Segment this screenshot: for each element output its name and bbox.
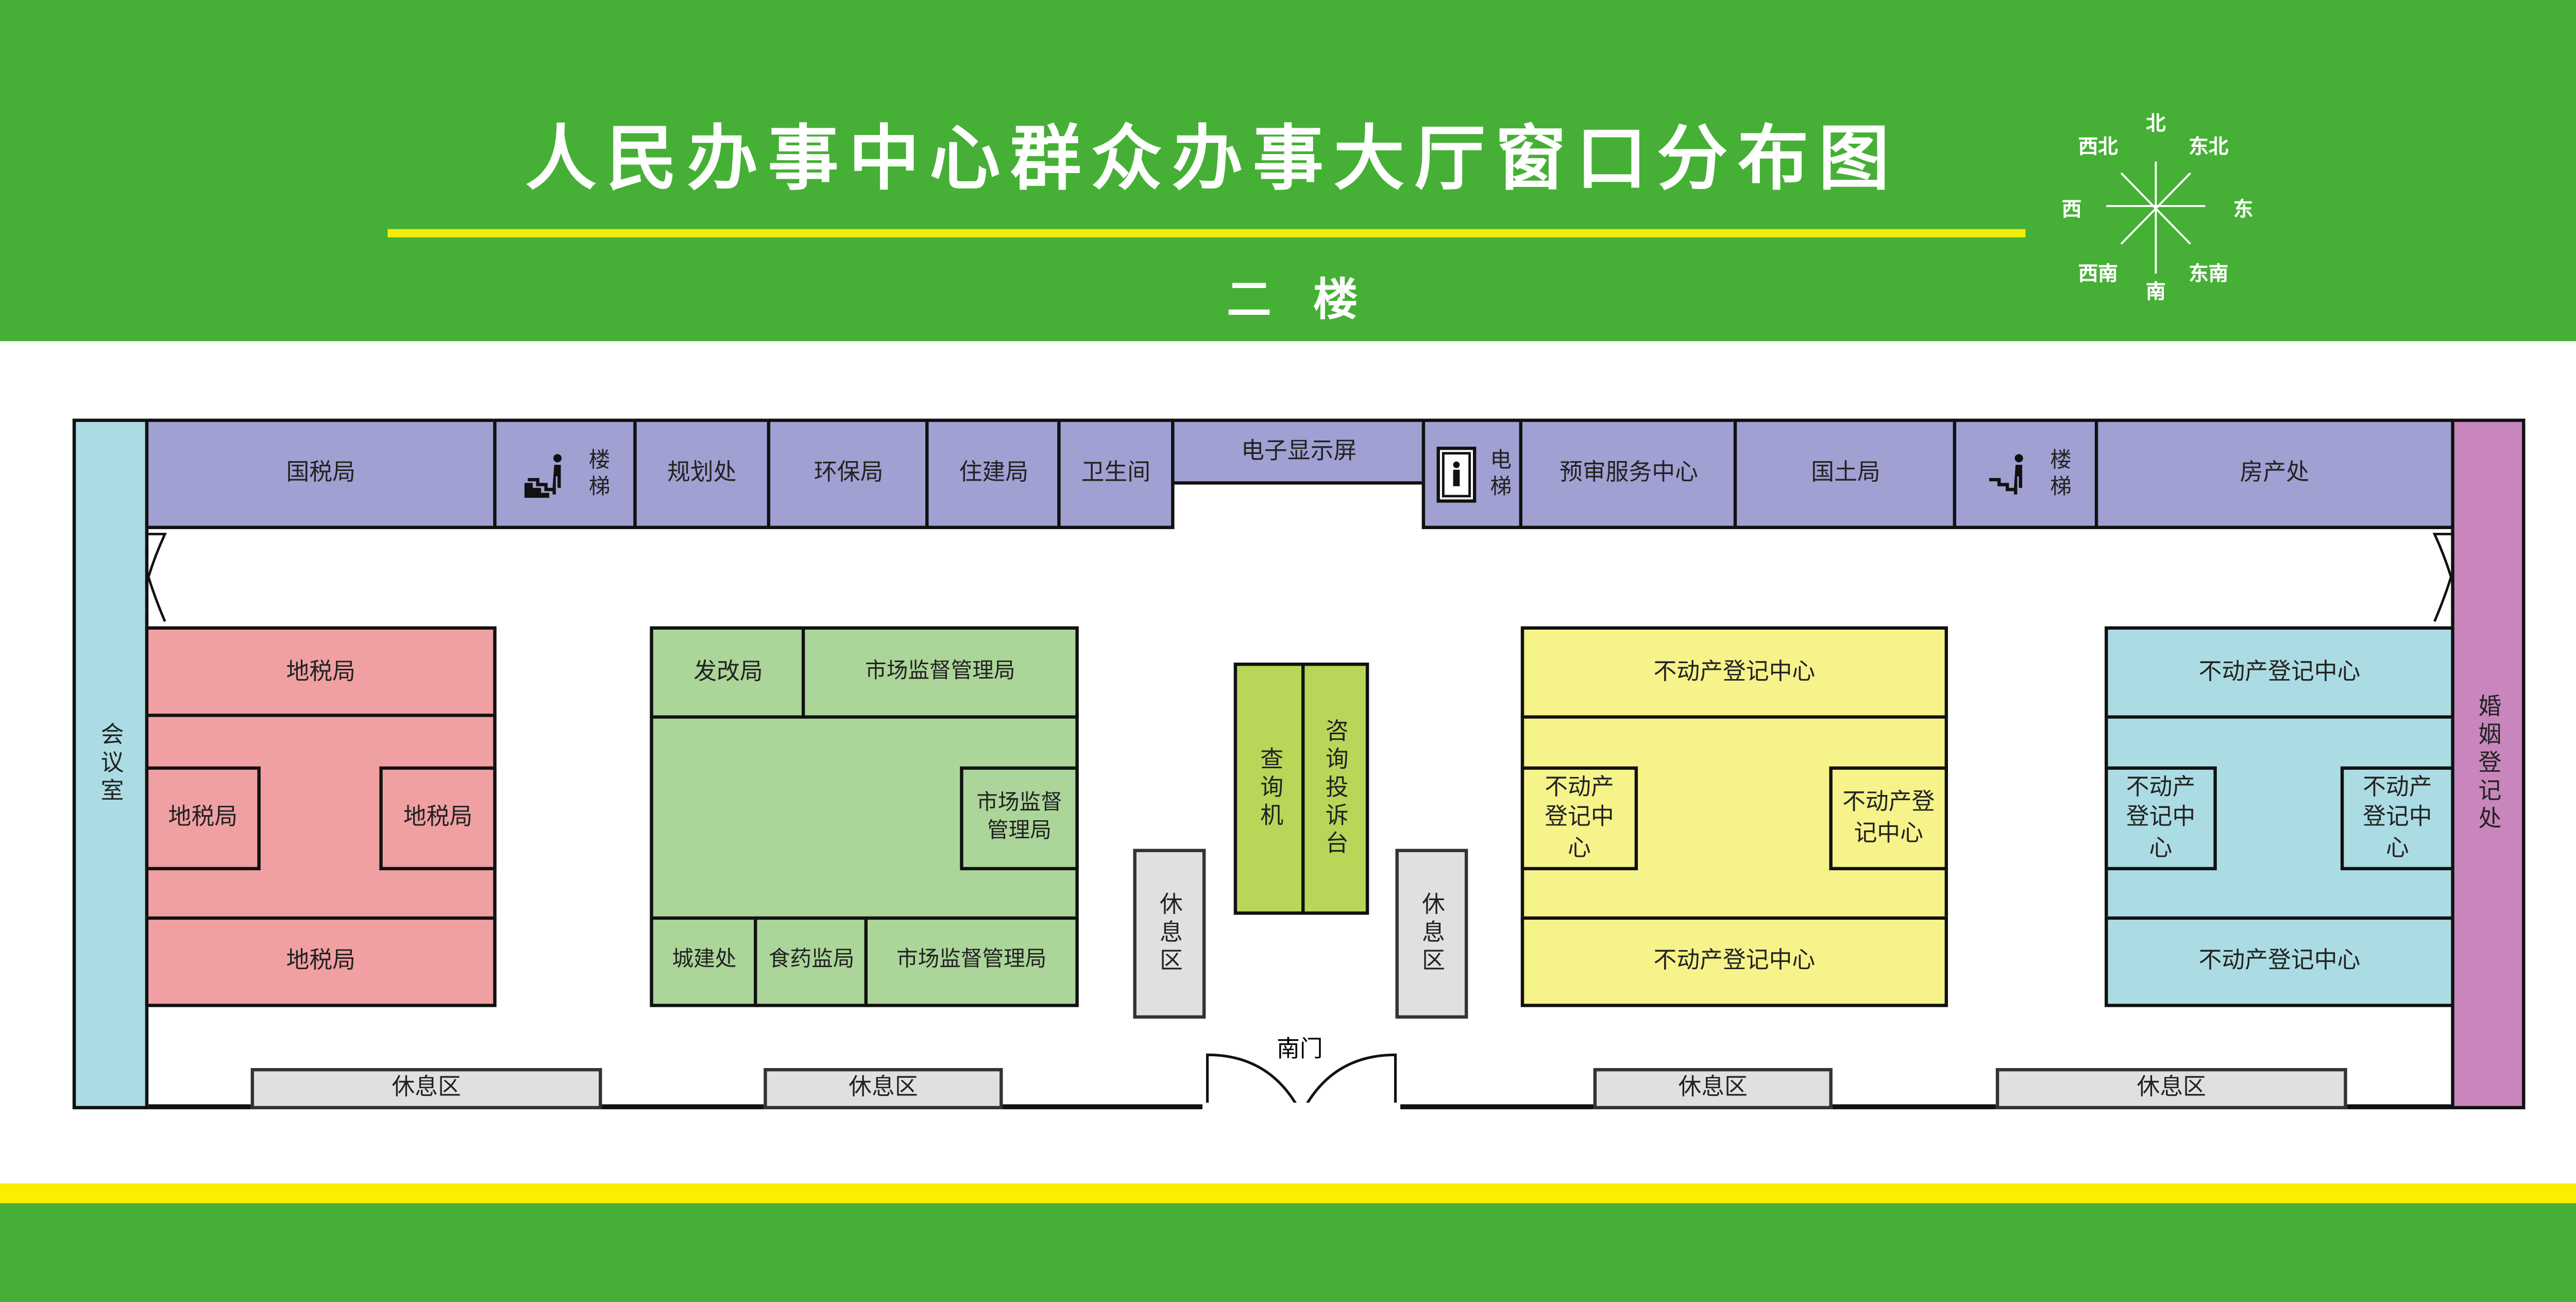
kiosk-label: 查询机 [1257,747,1284,831]
window-dishui-right: 地税局 [379,766,497,871]
door-west-icon [145,531,167,627]
window-realestate1-left: 不动产登记中心 [1520,766,1638,871]
stairs-west: 楼梯 [493,418,637,529]
window-dishui-left: 地税局 [145,766,261,871]
consult-label: 咨询投诉台 [1322,718,1349,859]
footer-band [0,1203,2576,1302]
rest-area-south: 休息区 [250,1068,602,1109]
rest-area-south: 休息区 [764,1068,1003,1109]
compass-n: 北 [2146,112,2166,136]
compass-ne: 东北 [2189,135,2229,159]
window-fagai: 发改局 [650,626,807,719]
window-zhujian: 住建局 [925,418,1062,529]
stairs-label: 楼梯 [584,447,609,500]
window-scjg-mid: 市场监督管理局 [960,766,1079,871]
title-underline [387,229,2026,238]
header-band [0,0,2576,342]
compass-s: 南 [2146,280,2166,303]
stairs-icon [524,453,562,497]
compass-w: 西 [2061,197,2082,221]
room-marriage-registry: 婚姻登记处 [2451,418,2526,1109]
window-dishui-bottom: 地税局 [145,916,497,1007]
compass-e: 东 [2233,197,2253,221]
electronic-display: 电子显示屏 [1171,418,1427,485]
window-realestate1-right: 不动产登记中心 [1829,766,1948,871]
floor-label: 二 楼 [1227,275,1371,327]
rest-label: 休息区 [1156,891,1183,976]
window-yushen: 预审服务中心 [1519,418,1739,529]
rest-area-south: 休息区 [1593,1068,1833,1109]
compass-rose-icon [2106,161,2206,274]
page-title: 人民办事中心群众办事大厅窗口分布图 [525,119,1900,201]
compass-nw: 西北 [2078,135,2118,159]
footer-stripe [0,1183,2576,1204]
window-huanbao: 环保局 [767,418,930,529]
window-realestate1-bottom: 不动产登记中心 [1520,916,1948,1007]
rest-area-center-left: 休息区 [1133,849,1206,1019]
window-chengjian: 城建处 [650,916,759,1007]
window-scjg-top: 市场监督管理局 [801,626,1079,719]
compass: 北 西北 东北 西 东 西南 东南 南 [2045,102,2268,308]
elevator-label: 电梯 [1485,447,1510,500]
consultation-desk: 咨询投诉台 [1301,662,1369,915]
window-realestate1-top: 不动产登记中心 [1520,626,1948,719]
window-guoshui: 国税局 [145,418,497,529]
window-fangchan: 房产处 [2094,418,2454,529]
stairs-label: 楼梯 [2045,447,2070,500]
window-realestate2-left: 不动产登记中心 [2105,766,2217,871]
door-east-icon [2432,531,2454,627]
elevator-icon [1436,446,1476,502]
window-realestate2-bottom: 不动产登记中心 [2105,916,2454,1007]
window-guotu: 国土局 [1733,418,1958,529]
window-realestate2-right: 不动产登记中心 [2340,766,2454,871]
room-label: 会议室 [97,722,124,806]
south-gate-door-icon [1202,1053,1401,1111]
elevator: 电梯 [1421,418,1524,529]
room-label: 婚姻登记处 [2475,694,2502,834]
window-realestate2-top: 不动产登记中心 [2105,626,2454,719]
inquiry-kiosk[interactable]: 查询机 [1233,662,1307,915]
rest-label: 休息区 [1418,891,1445,976]
compass-se: 东南 [2189,262,2229,285]
stairs-icon [1989,453,2023,494]
window-shiyao: 食药监局 [754,916,870,1007]
stairs-east: 楼梯 [1953,418,2100,529]
window-dishui-top: 地税局 [145,626,497,719]
south-gate-label: 南门 [1276,1037,1323,1063]
window-guihua: 规划处 [633,418,771,529]
compass-sw: 西南 [2078,262,2118,285]
rest-area-center-right: 休息区 [1395,849,1468,1019]
room-meeting: 会议室 [72,418,149,1109]
toilet: 卫生间 [1057,418,1175,529]
window-scjg-bottom: 市场监督管理局 [864,916,1079,1007]
rest-area-south: 休息区 [1995,1068,2347,1109]
